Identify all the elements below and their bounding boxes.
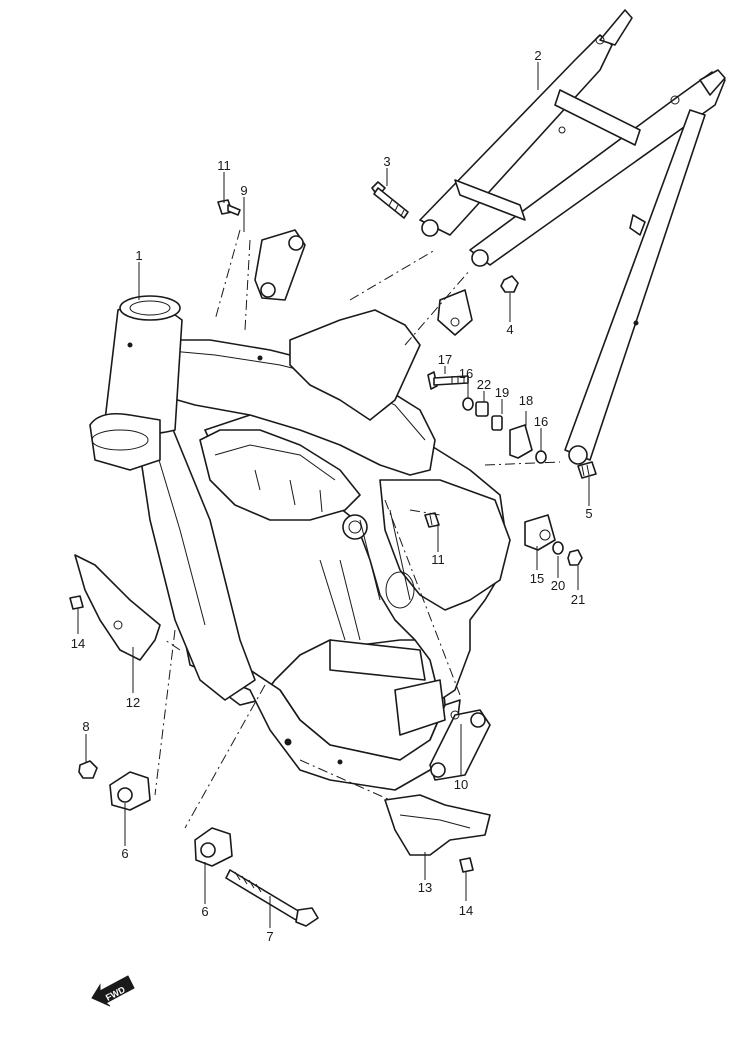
callout-7: 7 <box>266 929 273 944</box>
callout-18: 18 <box>519 393 533 408</box>
bracket-9 <box>254 229 306 301</box>
bolt-14b <box>459 857 474 873</box>
bracket-10 <box>429 709 491 781</box>
callout-11b: 11 <box>431 552 445 567</box>
washer-16a <box>462 397 474 411</box>
callout-21: 21 <box>571 592 585 607</box>
bolt-3 <box>371 181 409 219</box>
callout-4: 4 <box>506 322 513 337</box>
callout-14a: 14 <box>71 636 85 651</box>
callout-13: 13 <box>418 880 432 895</box>
bolt-11a <box>217 199 241 216</box>
callout-17: 17 <box>438 352 452 367</box>
fwd-arrow-icon: FWD <box>91 975 135 1007</box>
callout-20: 20 <box>551 578 565 593</box>
bolt-5 <box>577 461 597 479</box>
frame-guard-12 <box>74 554 161 661</box>
callout-16b: 16 <box>534 414 548 429</box>
callout-9: 9 <box>240 183 247 198</box>
spacer-22 <box>475 401 489 417</box>
callout-11a: 11 <box>217 158 231 173</box>
callout-1: 1 <box>135 248 142 263</box>
washer-20 <box>552 541 564 555</box>
collar-19 <box>491 415 503 431</box>
callout-3: 3 <box>383 154 390 169</box>
nut-8 <box>78 760 98 779</box>
callout-19: 19 <box>495 385 509 400</box>
callout-2: 2 <box>534 48 541 63</box>
callout-12: 12 <box>126 695 140 710</box>
callout-labels: 1 2 3 4 5 6 6 7 8 9 10 11 11 12 13 14 14… <box>71 48 593 944</box>
callout-22: 22 <box>477 377 491 392</box>
nut-21 <box>567 549 583 566</box>
engine-mount-6b <box>194 827 233 867</box>
engine-mount-6a <box>109 771 151 811</box>
callout-16a: 16 <box>459 366 473 381</box>
callout-6b: 6 <box>201 904 208 919</box>
bushing-18 <box>509 424 533 459</box>
callout-10: 10 <box>454 777 468 792</box>
bolt-17 <box>427 371 469 390</box>
callout-14b: 14 <box>459 903 473 918</box>
callout-15: 15 <box>530 571 544 586</box>
washer-16b <box>535 450 547 464</box>
bolt-7 <box>225 869 319 927</box>
bolt-14a <box>69 595 84 610</box>
leader-lines <box>77 62 590 928</box>
callout-8: 8 <box>82 719 89 734</box>
nut-4 <box>500 275 519 293</box>
assembly-lines <box>154 229 561 829</box>
main-frame <box>89 295 511 791</box>
callout-5: 5 <box>585 506 592 521</box>
rear-subframe <box>419 9 726 465</box>
frame-guard-13 <box>384 794 491 856</box>
callout-6a: 6 <box>121 846 128 861</box>
bushing-15 <box>524 514 556 551</box>
